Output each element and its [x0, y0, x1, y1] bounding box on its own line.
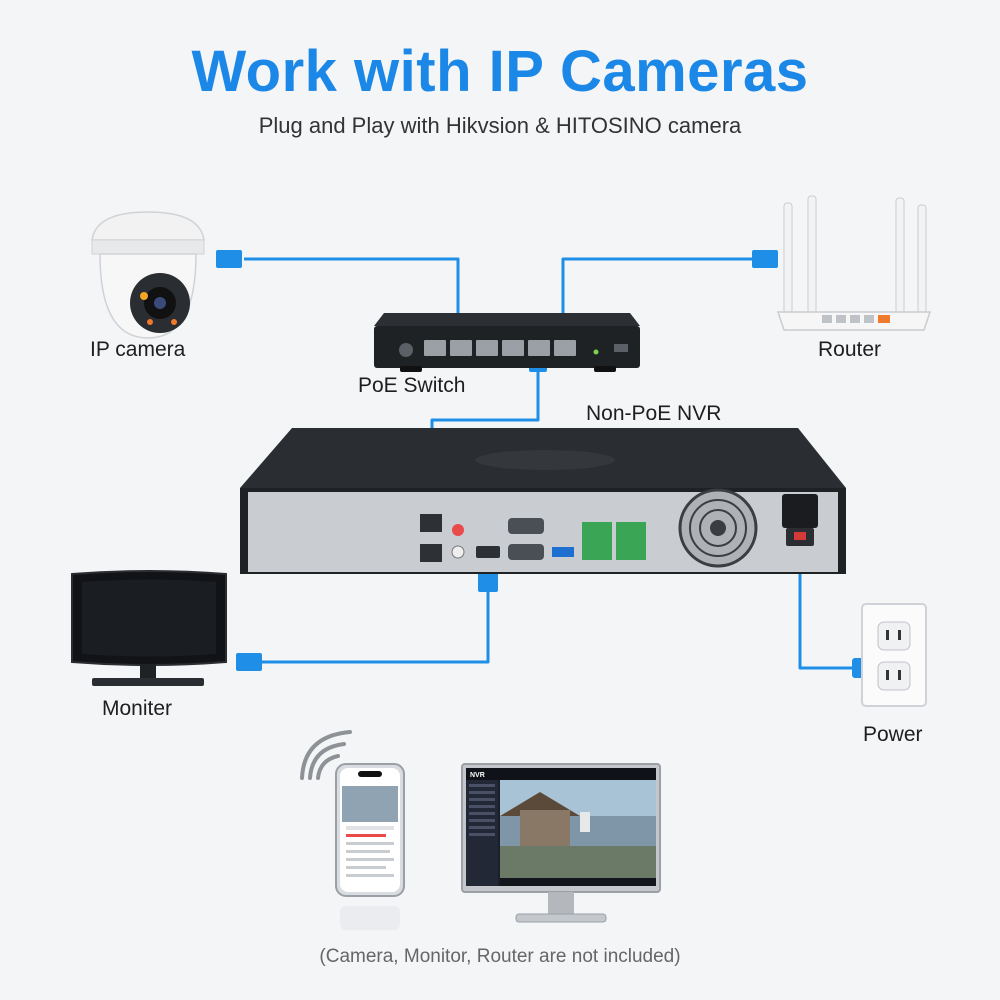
cable-nvr-to-power — [798, 562, 852, 670]
wall-outlet — [861, 603, 927, 707]
nvr-ui-title: NVR — [470, 772, 485, 779]
rj45-plug-router — [752, 250, 778, 268]
label-nvr: Non-PoE NVR — [586, 402, 722, 425]
smartphone — [335, 763, 405, 930]
nvr-recorder — [240, 428, 846, 574]
footnote: (Camera, Monitor, Router are not include… — [319, 946, 681, 967]
hdmi-plug-monitor — [236, 653, 262, 671]
label-monitor: Moniter — [102, 697, 173, 720]
desktop-monitor: NVR — [461, 763, 661, 923]
router — [776, 195, 932, 331]
monitor — [71, 570, 227, 686]
cable-nvr-to-monitor — [262, 590, 490, 664]
label-power: Power — [863, 723, 923, 746]
rj45-plug-camera — [216, 250, 242, 268]
label-router: Router — [818, 338, 882, 361]
poe-switch — [374, 313, 640, 372]
cable-camera-to-switch — [244, 257, 460, 325]
wifi-icon — [300, 730, 352, 780]
page-title: Work with IP Cameras — [191, 39, 809, 104]
page-subtitle: Plug and Play with Hikvsion & HITOSINO c… — [258, 113, 742, 138]
cable-router-to-switch — [561, 257, 752, 325]
label-poe-switch: PoE Switch — [358, 374, 466, 397]
label-ip-camera: IP camera — [90, 338, 186, 361]
ip-camera — [91, 211, 205, 339]
